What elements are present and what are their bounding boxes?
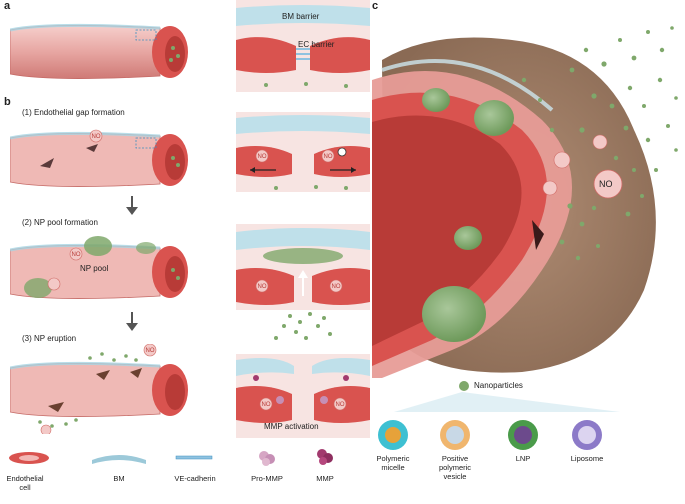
svg-text:NO: NO <box>336 402 345 408</box>
svg-text:NO: NO <box>258 284 267 290</box>
panel-c-illustration <box>372 26 678 378</box>
np-pool-label: NP pool <box>80 264 109 273</box>
arrow-down-icon <box>126 196 138 215</box>
svg-text:NO: NO <box>324 154 333 160</box>
step3-inset: NO NO <box>236 312 370 438</box>
label-lnp: LNP <box>515 454 531 463</box>
legend-bm: BM <box>113 474 125 483</box>
legend-pro-mmp: Pro-MMP <box>251 474 283 483</box>
legend-mmp: MMP <box>316 474 334 483</box>
svg-text:NO: NO <box>258 154 267 160</box>
positive-polymeric-vesicle-icon <box>440 420 470 450</box>
step1-vessel: NO <box>10 129 188 187</box>
label-positive-polymeric-vesicle: Positive polymeric vesicle <box>438 454 472 481</box>
legend-endothelial-cell: Endothelial cell <box>6 474 44 492</box>
panel-c-no-label: NO <box>599 179 613 189</box>
panel-a-vessel <box>10 23 188 79</box>
step1-inset: NO NO <box>236 112 370 192</box>
mmp-activation-label: MMP activation <box>264 422 319 431</box>
step3-vessel: NO <box>10 344 188 434</box>
arrow-down-icon <box>126 312 138 331</box>
svg-text:NO: NO <box>262 402 271 408</box>
lnp-icon <box>508 420 538 450</box>
liposome-icon <box>572 420 602 450</box>
panel-letter-c: c <box>372 0 379 12</box>
polymeric-micelle-icon <box>378 420 408 450</box>
endothelial-cell-icon <box>9 452 49 464</box>
nanoparticles-bracket <box>394 392 620 412</box>
ve-cadherin-icon <box>175 455 213 460</box>
panel-letter-b: b <box>4 96 11 108</box>
nanoparticles-title: Nanoparticles <box>474 381 523 390</box>
step3-label: (3) NP eruption <box>22 334 77 343</box>
svg-text:NO: NO <box>72 252 81 258</box>
legend-ve-cadherin: VE-cadherin <box>174 474 216 483</box>
ec-barrier-label: EC barrier <box>298 40 335 49</box>
label-liposome: Liposome <box>570 454 604 463</box>
svg-text:NO: NO <box>332 284 341 290</box>
bm-icon <box>92 455 146 464</box>
mmp-icon <box>317 449 333 465</box>
svg-text:NO: NO <box>146 348 155 354</box>
panel-a-inset <box>236 0 370 92</box>
step2-label: (2) NP pool formation <box>22 218 98 227</box>
step2-inset: NO NO <box>236 224 370 310</box>
step1-label: (1) Endothelial gap formation <box>22 108 125 117</box>
step2-vessel: NO <box>10 236 188 299</box>
pro-mmp-icon <box>259 451 275 466</box>
bm-barrier-label: BM barrier <box>282 12 320 21</box>
svg-text:NO: NO <box>92 134 101 140</box>
panel-letter-a: a <box>4 0 11 12</box>
label-polymeric-micelle: Polymeric micelle <box>376 454 410 472</box>
nanoparticle-icon <box>459 381 469 391</box>
